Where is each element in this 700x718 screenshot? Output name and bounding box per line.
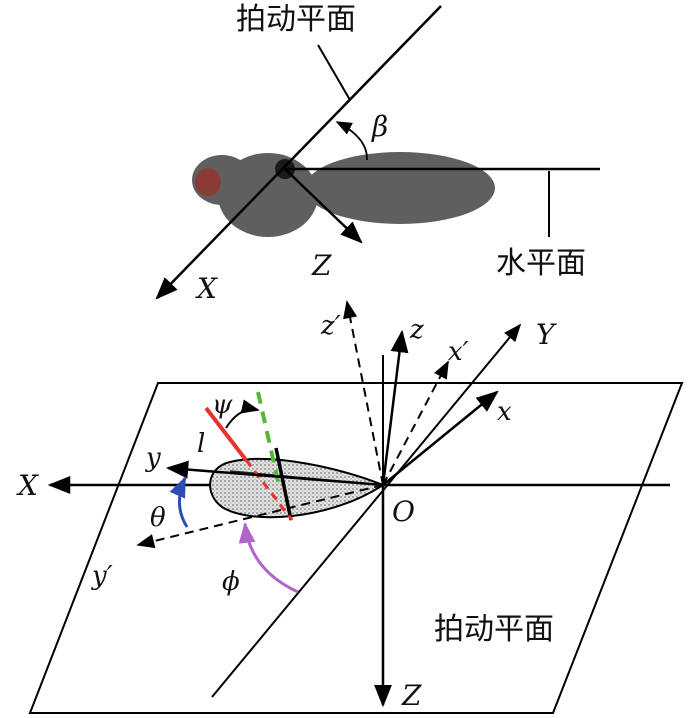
global-x-label: X — [16, 469, 39, 502]
insect-figure: 拍动平面 水平面 β X Z — [155, 2, 600, 305]
y-body-axis — [165, 460, 384, 487]
psi-angle-arc — [225, 399, 260, 429]
top-x-label: X — [195, 272, 218, 305]
global-y-label: Y — [536, 318, 557, 351]
y-prime-axis — [136, 484, 384, 549]
insect-thorax — [218, 153, 318, 237]
x-label: x — [497, 397, 512, 427]
z-axis-arrow — [284, 168, 363, 244]
theta-angle-arc — [169, 476, 189, 528]
green-axis-dashed — [256, 391, 282, 491]
y-label: y — [145, 443, 161, 473]
phi-label: ϕ — [222, 567, 240, 597]
stroke-plane-parallelogram — [28, 382, 684, 714]
beta-angle-arc — [335, 121, 368, 161]
psi-label: ψ — [212, 390, 233, 420]
insect-abdomen — [305, 152, 495, 224]
x-prime-label: x′ — [448, 337, 469, 367]
red-axis-dashed — [244, 459, 294, 521]
theta-label: θ — [150, 503, 166, 533]
beta-label: β — [371, 110, 388, 143]
phi-angle-arc — [238, 521, 299, 594]
x-body-axis — [382, 390, 499, 486]
stroke-plane-label-top: 拍动平面 — [236, 2, 356, 37]
z-prime-axis — [343, 300, 384, 486]
y-prime-label: y′ — [91, 561, 113, 591]
stroke-plane-leader — [317, 44, 351, 101]
stroke-plane-label-bottom: 拍动平面 — [434, 612, 554, 647]
coordinate-frame: 拍动平面 X Y Z O z′ z x′ x y y′ l ψ θ ϕ — [16, 300, 684, 714]
origin-label: O — [392, 495, 415, 528]
plane-diagonal-line — [211, 323, 522, 698]
horizontal-plane-label: 水平面 — [496, 246, 586, 281]
insect-eye — [195, 168, 221, 196]
z-prime-label: z′ — [320, 311, 341, 341]
red-axis-solid — [204, 406, 248, 462]
z-label: z — [409, 315, 424, 345]
top-z-label: Z — [311, 249, 332, 282]
wing-shape — [209, 457, 386, 519]
global-z-label: Z — [401, 679, 422, 712]
z-body-axis — [381, 329, 409, 486]
l-label: l — [197, 429, 205, 459]
stroke-plane-line — [155, 5, 442, 300]
x-prime-axis — [382, 360, 449, 486]
